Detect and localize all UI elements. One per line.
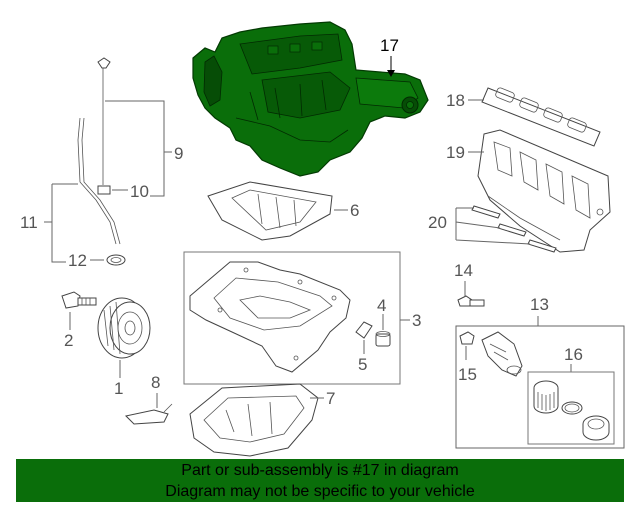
callout-2: 2	[64, 331, 73, 350]
callout-17: 17	[380, 36, 399, 55]
part-8-sealant[interactable]	[124, 403, 173, 425]
callout-20: 20	[428, 213, 447, 232]
part-15-sensor[interactable]	[459, 331, 475, 345]
callout-19: 19	[446, 143, 465, 162]
callout-15: 15	[458, 365, 477, 384]
callout-14: 14	[454, 261, 473, 280]
callout-3: 3	[412, 311, 421, 330]
part-13-filter-housing[interactable]	[481, 331, 523, 377]
callout-12: 12	[68, 251, 87, 270]
callout-1: 1	[114, 379, 123, 398]
banner-line-2: Diagram may not be specific to your vehi…	[165, 483, 475, 500]
banner-line-1: Part or sub-assembly is #17 in diagram	[181, 462, 459, 479]
callout-4: 4	[377, 296, 386, 315]
group-box-16	[527, 371, 615, 445]
callout-10: 10	[130, 182, 149, 201]
part-2-bolt[interactable]	[61, 291, 97, 309]
callout-18: 18	[446, 91, 465, 110]
callout-11: 11	[20, 213, 38, 232]
part-1-pulley[interactable]	[97, 297, 151, 359]
callout-9: 9	[174, 144, 183, 163]
part-5-gasket[interactable]	[355, 321, 373, 339]
part-18-gasket[interactable]	[481, 87, 601, 147]
part-7-oil-pan-lower[interactable]	[189, 383, 319, 457]
callout-13: 13	[530, 295, 549, 314]
part-14-bolt[interactable]	[457, 295, 485, 307]
callout-7: 7	[326, 389, 335, 408]
callout-6: 6	[350, 201, 359, 220]
part-16-filter-element[interactable]	[533, 380, 610, 441]
part-6-baffle[interactable]	[207, 181, 333, 241]
callout-8: 8	[151, 373, 160, 392]
part-19-intake-manifold[interactable]	[477, 129, 611, 253]
part-info-banner: Part or sub-assembly is #17 in diagram D…	[16, 459, 624, 502]
part-20-gaskets[interactable]	[471, 205, 557, 253]
callout-5: 5	[358, 355, 367, 374]
part-4-plug[interactable]	[375, 331, 391, 347]
part-17-upper-housing[interactable]	[192, 21, 429, 177]
part-3-oil-pan-upper[interactable]	[189, 261, 351, 373]
callout-16: 16	[564, 345, 583, 364]
part-dipstick-assembly[interactable]	[77, 57, 126, 266]
